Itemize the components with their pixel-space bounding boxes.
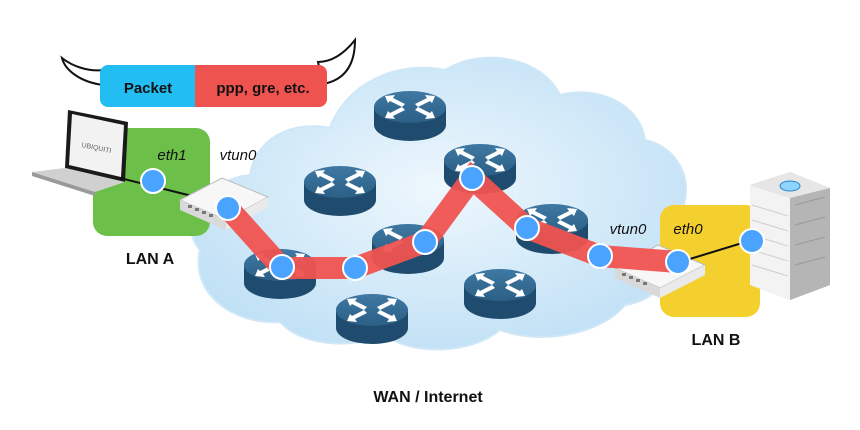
packet-encap-segment (195, 65, 327, 107)
vtun0-right-dot (665, 249, 691, 275)
hop-dot (459, 165, 485, 191)
packet-payload-label: Packet (124, 80, 172, 97)
eth1-port-dot (140, 168, 166, 194)
router-icon (304, 166, 376, 216)
packet-encap-label: ppp, gre, etc. (216, 80, 309, 97)
hop-dot (587, 243, 613, 269)
packet-header-graphic: Packet ppp, gre, etc. (60, 37, 357, 107)
eth0-port-dot (739, 228, 765, 254)
laptop-icon: UBIQUITI (32, 110, 128, 196)
hop-dot (514, 215, 540, 241)
hop-dot (269, 254, 295, 280)
router-icon (336, 294, 408, 344)
hop-dot (342, 255, 368, 281)
hop-dot (412, 229, 438, 255)
lan-b-zone (660, 205, 760, 317)
interface-dots (140, 165, 765, 281)
eth1-label: eth1 (157, 147, 186, 164)
lan-a-label: LAN A (126, 251, 175, 268)
eth0-label: eth0 (673, 221, 703, 238)
packet-payload-segment (100, 65, 205, 107)
lan-b-label: LAN B (692, 332, 741, 349)
vtun0-left-label: vtun0 (220, 147, 257, 164)
wan-label: WAN / Internet (373, 389, 483, 406)
server-icon (750, 172, 830, 300)
vtun0-left-dot (215, 195, 241, 221)
router-icon (374, 91, 446, 141)
router-icon (464, 269, 536, 319)
vtun0-right-label: vtun0 (610, 221, 647, 238)
